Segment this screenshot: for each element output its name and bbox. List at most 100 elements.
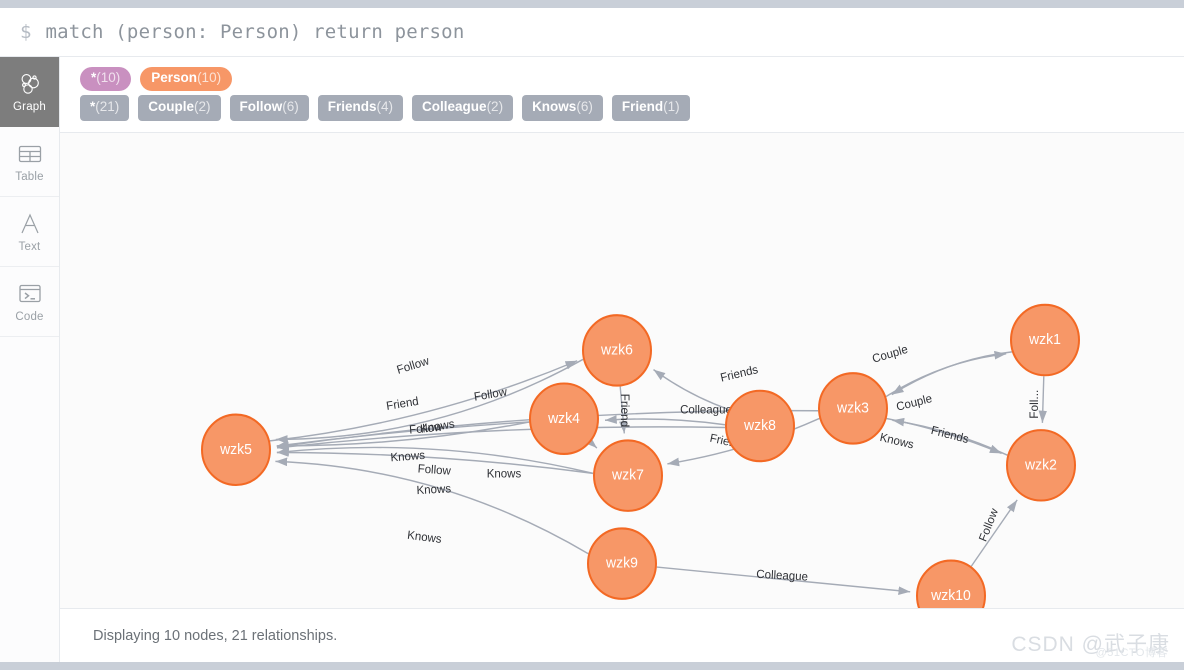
graph-node[interactable]: wzk8 [725, 389, 795, 463]
graph-edge[interactable] [604, 415, 726, 426]
prompt-icon: $ [20, 20, 32, 43]
graph-edge[interactable] [885, 350, 1007, 398]
rel-pill-friends[interactable]: Friends(4) [317, 95, 404, 121]
graph-edge[interactable] [1038, 376, 1047, 423]
graph-edge[interactable] [656, 566, 911, 595]
rel-pill-friends-name: Friends [327, 99, 377, 115]
edge-label: Couple [895, 392, 933, 414]
edge-label: Colleague [756, 568, 808, 584]
rel-pill-follow[interactable]: Follow(6) [229, 95, 309, 121]
node-label-legend: *(10) Person(10) [60, 57, 1184, 93]
sidebar-item-code-label: Code [15, 310, 44, 323]
rel-pill-colleague[interactable]: Colleague(2) [412, 95, 514, 121]
rel-pill-couple-name: Couple [148, 99, 195, 115]
graph-edge[interactable] [886, 417, 1002, 455]
node-circle[interactable] [725, 389, 795, 463]
edge-label: Follow [417, 462, 452, 478]
edge-label: Friends [719, 363, 759, 385]
rel-pill-friend-name: Friend [621, 99, 664, 115]
rel-pill-colleague-count: (2) [486, 99, 504, 115]
edge-label: Knows [419, 417, 455, 436]
graph-edge[interactable] [276, 446, 594, 475]
graph-node[interactable]: wzk5 [201, 413, 271, 487]
graph-edge[interactable] [585, 436, 598, 449]
rel-pill-friends-count: (4) [376, 99, 394, 115]
label-pill-person-count: (10) [197, 70, 222, 86]
edge-label: Follow [409, 421, 444, 437]
graph-main-panel: *(10) Person(10) *(21) Couple(2) Follow(… [60, 57, 1184, 662]
node-circle[interactable] [1010, 303, 1080, 377]
edge-label: Knows [407, 529, 443, 546]
query-text: match (person: Person) return person [45, 21, 465, 43]
graph-edge[interactable] [970, 499, 1018, 567]
node-circle[interactable] [529, 382, 599, 455]
sidebar-item-graph[interactable]: Graph [0, 57, 59, 127]
rel-pill-knows-count: (6) [576, 99, 593, 115]
node-circle[interactable] [593, 439, 663, 512]
edge-label: Follow [977, 506, 1001, 543]
rel-pill-colleague-name: Colleague [422, 99, 487, 115]
graph-node[interactable]: wzk1 [1010, 303, 1080, 377]
sidebar-item-graph-label: Graph [13, 100, 46, 113]
sidebar-item-table[interactable]: Table [0, 127, 59, 197]
node-circle[interactable] [818, 372, 888, 445]
view-mode-sidebar: Graph Table [0, 57, 60, 662]
graph-node[interactable]: wzk3 [818, 372, 888, 445]
graph-node[interactable]: wzk2 [1006, 429, 1076, 502]
label-pill-person[interactable]: Person(10) [140, 67, 233, 91]
edges-layer [269, 350, 1047, 595]
graph-edge[interactable] [275, 358, 584, 444]
rel-pill-follow-name: Follow [239, 99, 283, 115]
graph-edge[interactable] [276, 421, 530, 451]
rel-pill-all-name: * [90, 99, 96, 115]
graph-edge[interactable] [891, 351, 1012, 396]
table-icon [18, 141, 42, 167]
label-pill-all[interactable]: *(10) [80, 67, 132, 91]
sidebar-item-text-label: Text [18, 240, 41, 253]
edge-label: Follow [473, 385, 508, 404]
sidebar-item-code[interactable]: Code [0, 267, 59, 337]
status-text: Displaying 10 nodes, 21 relationships. [93, 627, 338, 644]
node-circle[interactable] [582, 314, 652, 387]
label-pill-all-name: * [91, 70, 97, 86]
graph-edge[interactable] [269, 360, 578, 442]
rel-pill-all-count: (21) [95, 99, 120, 115]
rel-pill-friend[interactable]: Friend(1) [611, 95, 690, 121]
rel-pill-follow-count: (6) [282, 99, 299, 115]
status-bar: Displaying 10 nodes, 21 relationships. [60, 608, 1184, 662]
label-pill-person-name: Person [151, 70, 198, 86]
rel-pill-couple[interactable]: Couple(2) [138, 95, 221, 121]
rel-pill-couple-count: (2) [194, 99, 211, 115]
edge-label: Follow [395, 354, 431, 377]
label-pill-all-count: (10) [96, 70, 121, 86]
edge-label: Knows [416, 482, 451, 497]
graph-edge[interactable] [653, 369, 730, 411]
graph-node[interactable]: wzk7 [593, 439, 663, 512]
graph-edge[interactable] [276, 448, 594, 475]
graph-visualization[interactable]: FollowFollowFriendFollowKnowsKnowsFollow… [60, 133, 1184, 662]
sidebar-item-table-label: Table [15, 170, 44, 183]
text-icon [18, 211, 42, 237]
node-circle[interactable] [201, 413, 271, 487]
graph-edge[interactable] [619, 386, 628, 434]
edge-label: Knows [487, 468, 522, 481]
rel-pill-friend-count: (1) [663, 99, 680, 115]
rel-pill-knows[interactable]: Knows(6) [522, 95, 603, 121]
edge-label: Colleague [680, 403, 732, 416]
graph-node[interactable]: wzk4 [529, 382, 599, 455]
rel-pill-knows-name: Knows [532, 99, 577, 115]
sidebar-item-text[interactable]: Text [0, 197, 59, 267]
code-icon [18, 281, 42, 307]
node-circle[interactable] [587, 527, 657, 600]
nodes-layer[interactable]: wzk5wzk6wzk4wzk7wzk9wzk8wzk3wzk1wzk2wzk1… [201, 303, 1080, 632]
graph-node[interactable]: wzk6 [582, 314, 652, 387]
rel-pill-all[interactable]: *(21) [80, 95, 130, 121]
node-circle[interactable] [1006, 429, 1076, 502]
query-bar[interactable]: $ match (person: Person) return person [0, 8, 1184, 57]
edge-label: Friend [618, 394, 631, 428]
graph-edge[interactable] [276, 426, 726, 451]
edge-label: Friend [385, 395, 419, 413]
graph-node[interactable]: wzk9 [587, 527, 657, 600]
graph-edge[interactable] [275, 457, 589, 555]
